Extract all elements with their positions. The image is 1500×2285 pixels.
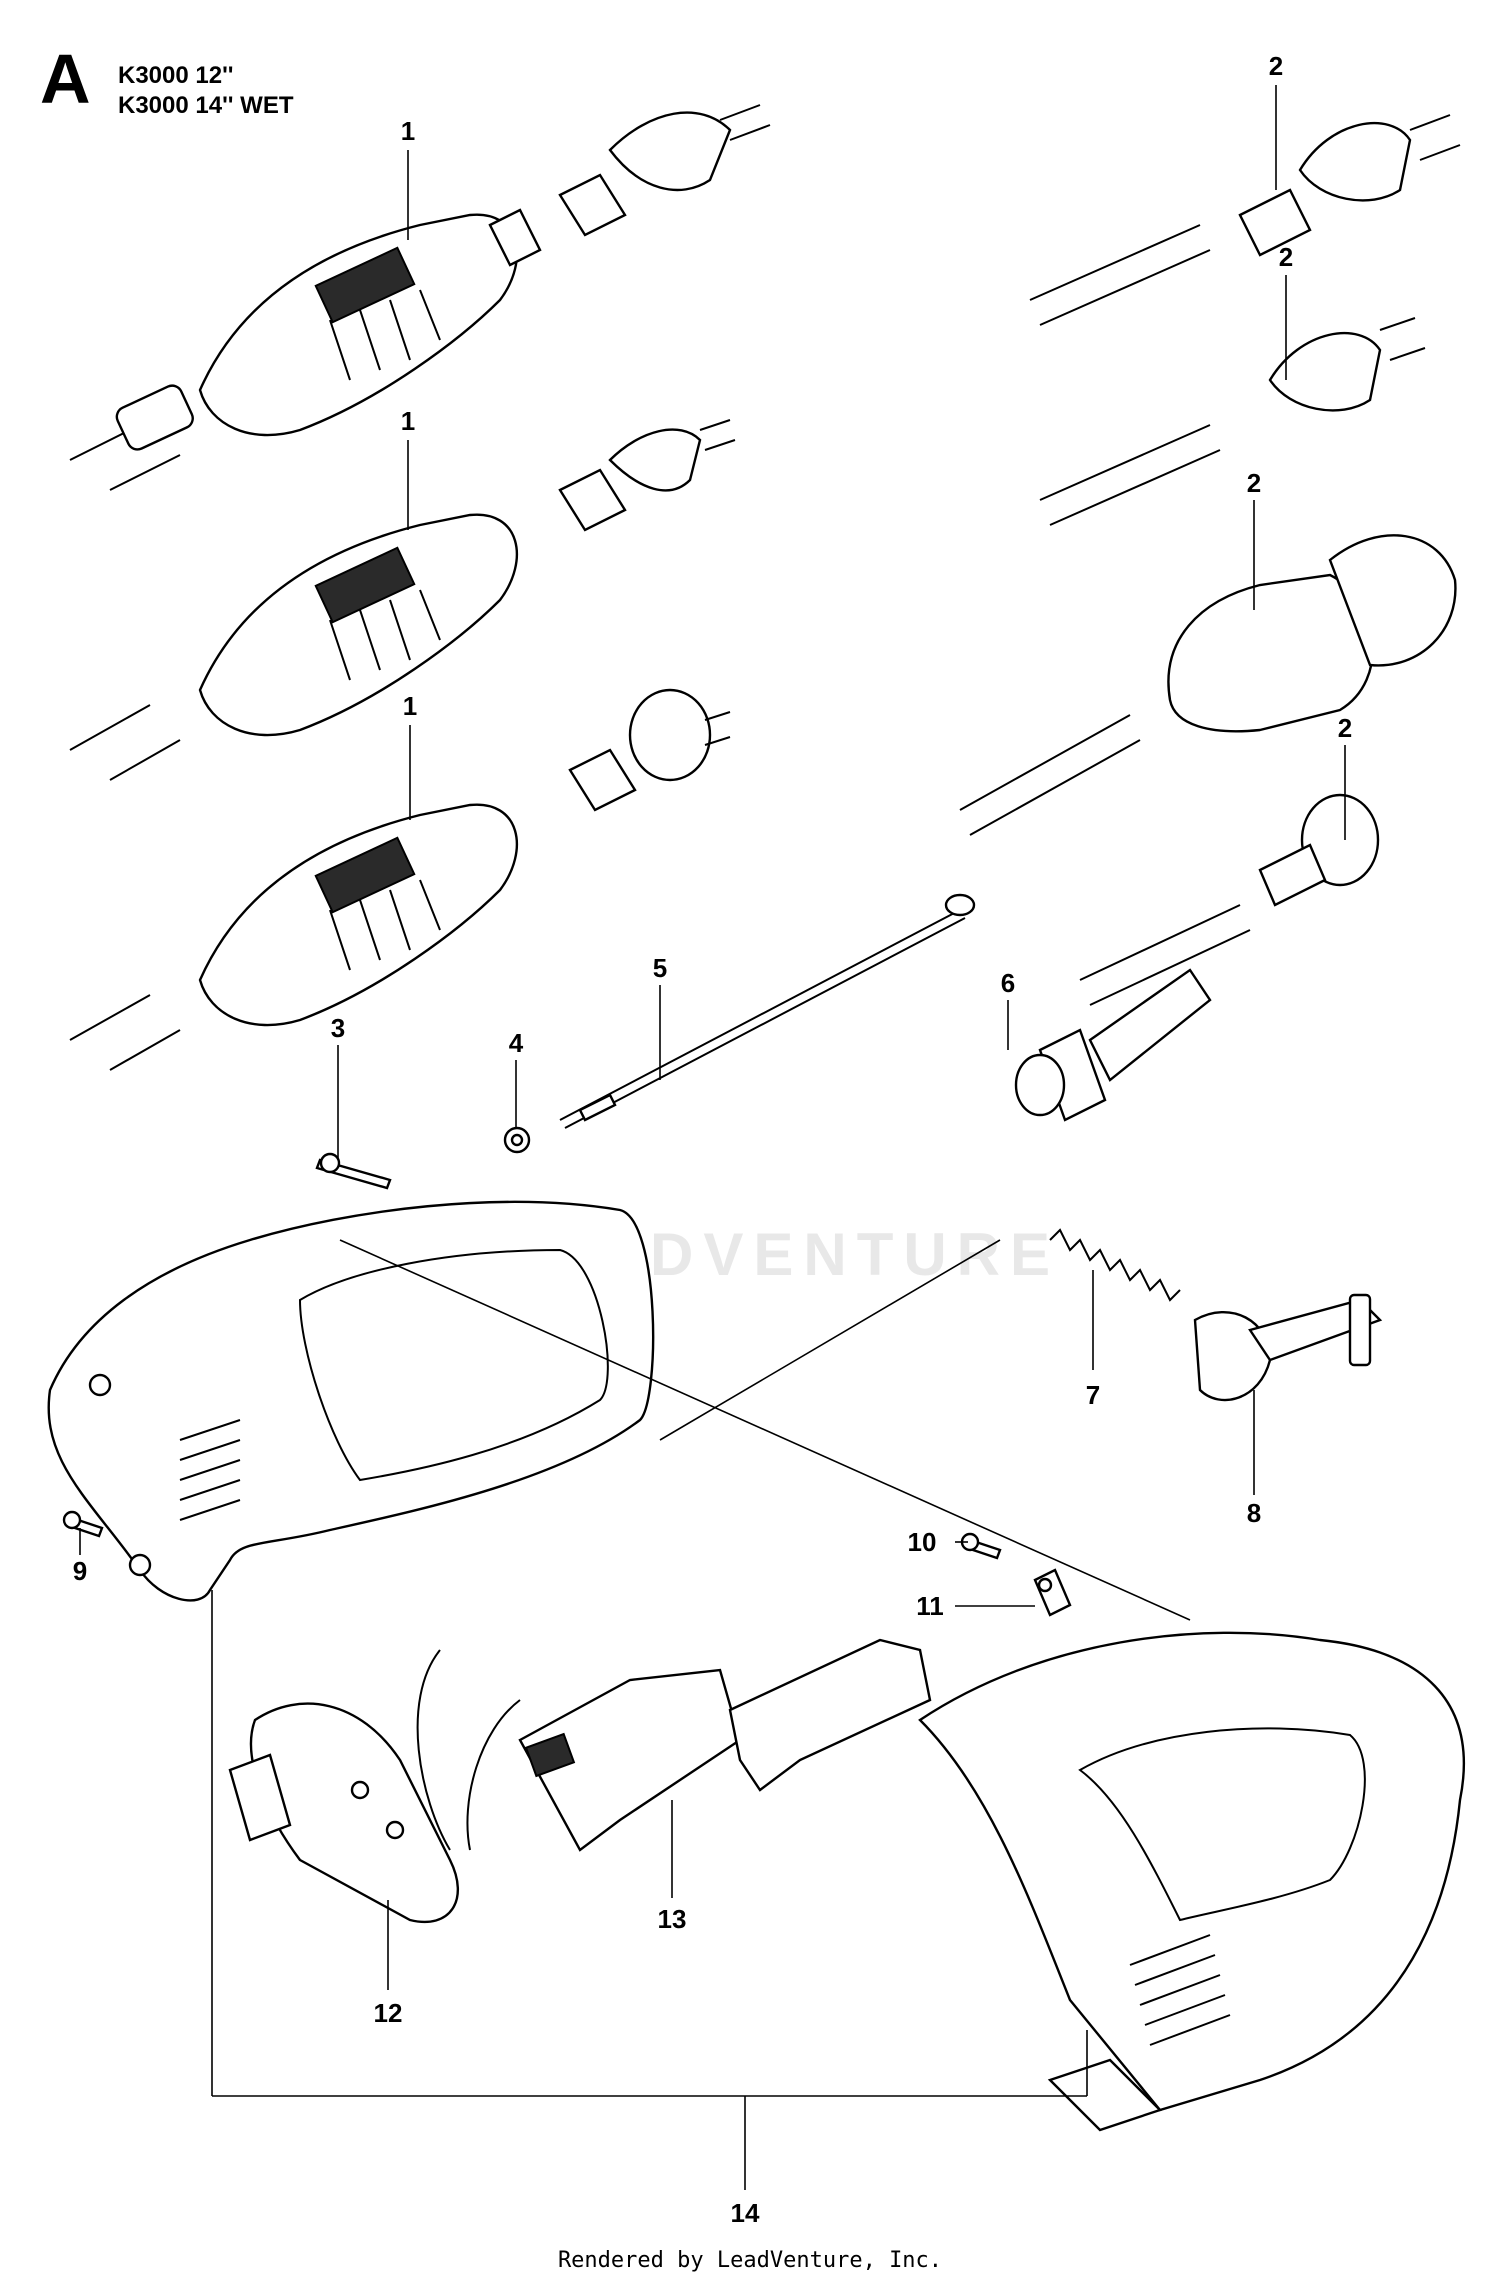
motor-housing-left-drawing (47, 1200, 655, 1602)
callout-8: 8 (1247, 1498, 1261, 1528)
callout-2-b: 2 (1279, 242, 1293, 272)
callout-2-c: 2 (1247, 468, 1261, 498)
callout-labels: 1 1 1 2 2 2 2 3 4 5 6 7 8 9 10 11 12 13 … (73, 51, 1352, 2228)
callout-1-a: 1 (401, 116, 415, 146)
callout-4: 4 (509, 1028, 524, 1058)
prcd-cord-2-drawing (69, 419, 736, 781)
callout-14: 14 (731, 2198, 760, 2228)
spring-7-drawing (1049, 1228, 1181, 1302)
cable-plug-2-drawing (1039, 317, 1426, 526)
diagram-section-letter: A (40, 40, 91, 118)
cable-plug-4-drawing (1079, 793, 1380, 1006)
screw-3-drawing (315, 1152, 392, 1190)
callout-1-b: 1 (401, 406, 415, 436)
rod-5-drawing (559, 893, 976, 1129)
screw-10-drawing (960, 1532, 1002, 1560)
prcd-cord-1-drawing (69, 104, 771, 491)
callout-6: 6 (1001, 968, 1015, 998)
callout-7: 7 (1086, 1380, 1100, 1410)
plate-12-drawing (228, 1649, 521, 1924)
handle-right-drawing (918, 1631, 1466, 2132)
callout-11: 11 (916, 1591, 944, 1621)
callout-12: 12 (374, 1998, 403, 2028)
trigger-switch-13-drawing (518, 1638, 932, 1852)
callout-5: 5 (653, 953, 667, 983)
leader-lines (79, 85, 1346, 2190)
footer-credit: Rendered by LeadVenture, Inc. (557, 2248, 943, 2273)
prcd-cord-3-drawing (69, 688, 731, 1071)
model-line-2: K3000 14'' WET (118, 92, 294, 119)
switch-button-8-drawing (1193, 1293, 1383, 1402)
callout-3: 3 (331, 1013, 345, 1043)
callout-9: 9 (73, 1556, 87, 1586)
callout-13: 13 (658, 1904, 687, 1934)
callout-1-c: 1 (403, 691, 417, 721)
callout-2-a: 2 (1269, 51, 1283, 81)
model-line-1: K3000 12'' (118, 62, 234, 89)
callout-10: 10 (908, 1527, 937, 1557)
grommet-6-drawing (1014, 968, 1212, 1122)
screw-9-drawing (62, 1510, 104, 1538)
washer-4-drawing (503, 1126, 531, 1154)
callout-2-d: 2 (1338, 713, 1352, 743)
clamp-11-drawing (1033, 1568, 1072, 1617)
cable-plug-3-drawing (959, 534, 1457, 836)
cable-plug-1-drawing (1029, 114, 1461, 326)
